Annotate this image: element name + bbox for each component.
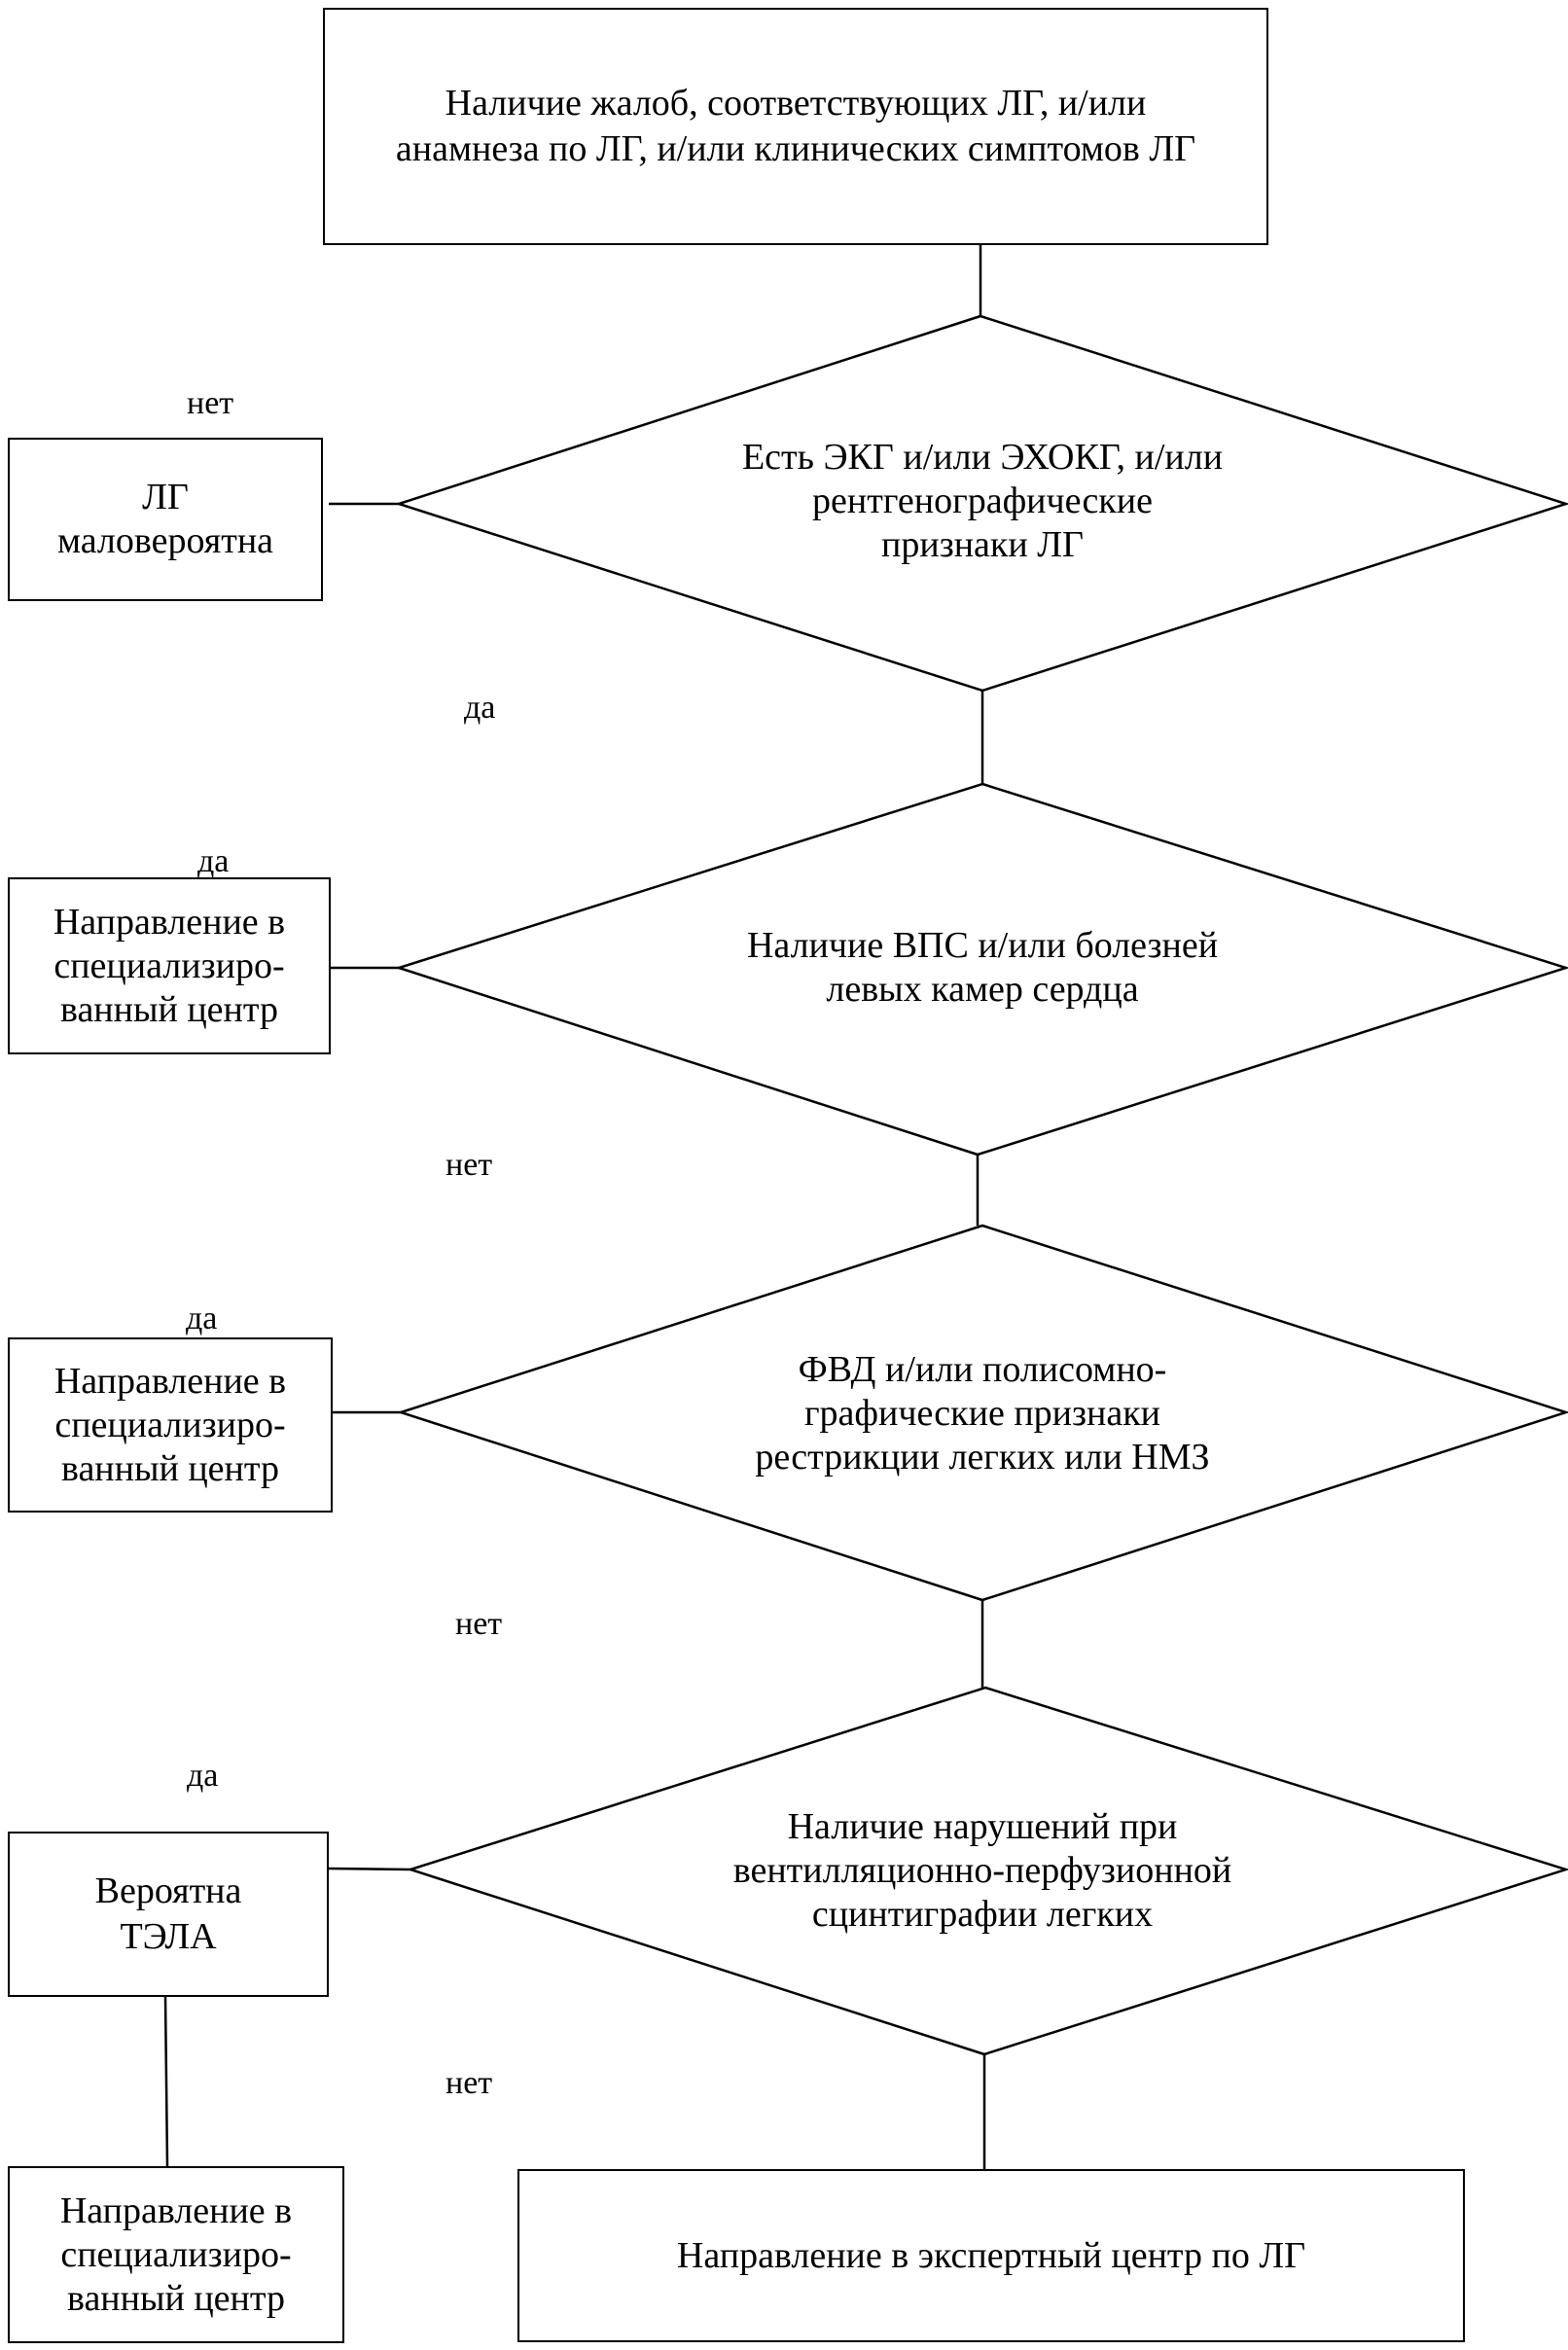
referral-box-3: Направление в специализиро- ванный центр	[8, 2166, 344, 2343]
referral-text-2: Направление в специализиро- ванный центр	[53, 1360, 287, 1489]
unlikely-text: ЛГ маловероятна	[56, 477, 274, 561]
decision-2-text: Наличие ВПС и/или болезней левых камер с…	[746, 925, 1219, 1010]
referral-text-1: Направление в специализиро- ванный центр	[53, 901, 286, 1030]
d4-no-label: нет	[445, 2065, 493, 2101]
d1-yes-label: да	[464, 690, 496, 726]
tela-box: Вероятна ТЭЛА	[8, 1832, 329, 1997]
decision-1-text: Есть ЭКГ и/или ЭХОКГ, и/или рентгенограф…	[741, 436, 1224, 565]
d2-no-label: нет	[445, 1147, 493, 1183]
d3-no-label: нет	[455, 1606, 503, 1642]
connector-tela-referral	[163, 1996, 169, 2167]
referral-box-1: Направление в специализиро- ванный центр	[8, 877, 331, 1054]
decision-3-text: ФВД и/или полисомно- графические признак…	[755, 1348, 1210, 1478]
d4-yes-label: да	[187, 1758, 219, 1794]
d2-yes-label: да	[197, 843, 230, 879]
expert-center-text: Направление в экспертный центр по ЛГ	[676, 2235, 1306, 2276]
decision-4-text: Наличие нарушений при вентилляционно-пер…	[732, 1805, 1232, 1935]
unlikely-box: ЛГ маловероятна	[8, 438, 323, 601]
referral-box-2: Направление в специализиро- ванный центр	[8, 1337, 333, 1513]
expert-center-box: Направление в экспертный центр по ЛГ	[517, 2169, 1465, 2342]
tela-text: Вероятна ТЭЛА	[94, 1870, 242, 1957]
referral-text-3: Направление в специализиро- ванный центр	[59, 2190, 293, 2319]
start-text: Наличие жалоб, соответствующих ЛГ, и/или…	[395, 83, 1196, 169]
d3-yes-label: да	[186, 1300, 218, 1336]
start-box: Наличие жалоб, соответствующих ЛГ, и/или…	[323, 8, 1268, 245]
d1-no-label: нет	[187, 385, 234, 421]
